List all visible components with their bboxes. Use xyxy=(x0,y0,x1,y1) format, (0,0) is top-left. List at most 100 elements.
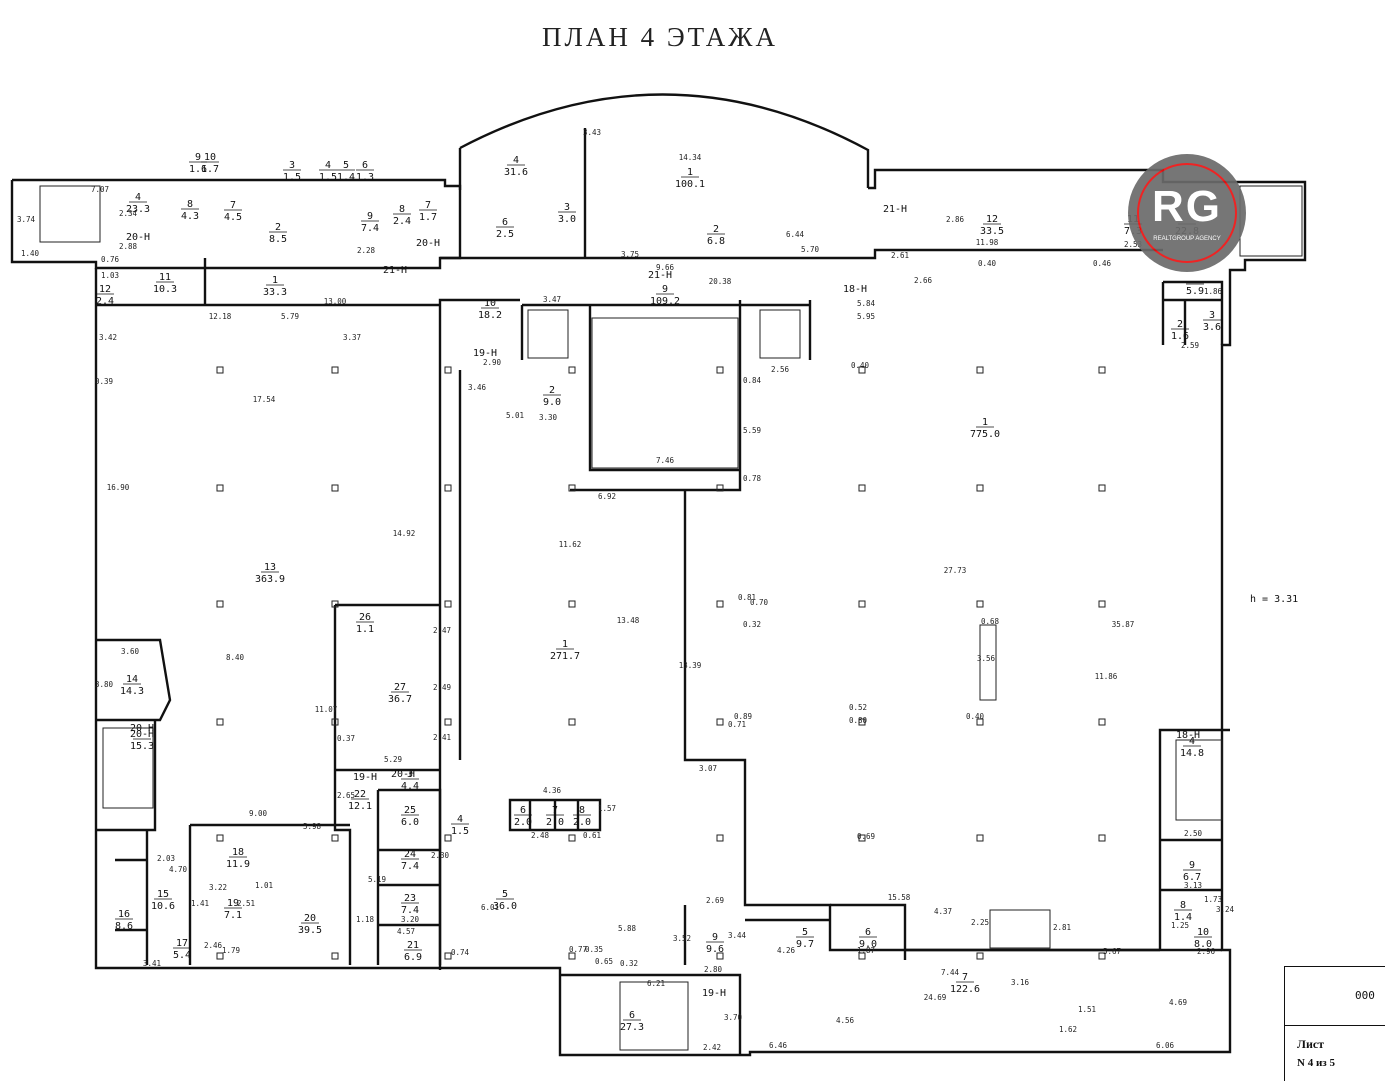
column-marker xyxy=(1098,718,1106,726)
room-number: 5 xyxy=(802,927,808,938)
column-marker xyxy=(716,366,724,374)
south-east-block xyxy=(683,728,1230,965)
room-area: 3.0 xyxy=(558,214,576,225)
dimension-label: 1.87 xyxy=(857,946,875,955)
room-number: 3 xyxy=(407,769,413,780)
elevator-3 xyxy=(989,909,1051,949)
stairs xyxy=(39,185,1303,1051)
dimension-label: 17.54 xyxy=(253,395,276,404)
zone-label: 19-Н xyxy=(353,772,377,783)
dimension-label: 2.80 xyxy=(704,965,723,974)
room-number: 2 xyxy=(275,222,281,233)
atrium-west-wall xyxy=(458,128,587,258)
column-marker xyxy=(216,484,224,492)
room-number: 6 xyxy=(520,805,526,816)
room-area: 6.9 xyxy=(404,952,422,963)
dimension-label: 3.46 xyxy=(468,383,487,392)
dimension-label: 9.66 xyxy=(656,263,675,272)
plan-title: ПЛАН 4 ЭТАЖА xyxy=(542,22,778,52)
room-label: 26.8 xyxy=(707,224,725,247)
dimension-label: 6.46 xyxy=(769,1041,788,1050)
dimension-label: 4.56 xyxy=(836,1016,855,1025)
room-area: 33.5 xyxy=(980,226,1004,237)
walls xyxy=(10,93,1307,1057)
room-area: 1.4 xyxy=(337,172,355,183)
elevator-1 xyxy=(527,309,569,359)
room-label: 414.8 xyxy=(1180,736,1204,759)
column-marker xyxy=(858,952,866,960)
room-label: 81.4 xyxy=(1174,900,1192,923)
column-marker xyxy=(858,484,866,492)
dimension-label: 0.46 xyxy=(1093,259,1112,268)
dimension-label: 5.88 xyxy=(618,924,637,933)
dimension-label: 0.77 xyxy=(569,945,587,954)
room-label: 197.1 xyxy=(224,898,242,921)
room-area: 7.4 xyxy=(361,223,379,234)
room-area: 9.0 xyxy=(859,939,877,950)
dimension-label: 0.61 xyxy=(583,831,601,840)
dimension-label: 16.90 xyxy=(107,483,130,492)
room-label: 247.4 xyxy=(401,849,419,872)
dimension-label: 4.69 xyxy=(1169,998,1187,1007)
south-west-rooms xyxy=(115,788,442,965)
logo-text: RG xyxy=(1152,182,1222,231)
room-area: 15.3 xyxy=(130,741,154,752)
room-label: 31.5 xyxy=(283,160,301,183)
zone-label: 18-Н xyxy=(1176,730,1200,741)
column-marker xyxy=(858,600,866,608)
room-area: 7.4 xyxy=(401,861,419,872)
room-label: 29.0 xyxy=(543,385,561,408)
dimension-label: 0.35 xyxy=(585,945,603,954)
room-area: 12.1 xyxy=(348,801,372,812)
dimension-label: 12.18 xyxy=(209,312,232,321)
dimension-label: 7.46 xyxy=(656,456,675,465)
dimension-label: 3.37 xyxy=(343,333,361,342)
dimension-label: 2.53 xyxy=(1124,240,1142,249)
room-area: 1.5 xyxy=(451,826,469,837)
dimension-label: 0.52 xyxy=(849,703,867,712)
dimension-label: 0.40 xyxy=(966,712,985,721)
room-number: 15 xyxy=(157,889,169,900)
column-marker xyxy=(568,484,576,492)
room-area: 5.4 xyxy=(173,950,191,961)
room-area: 4.3 xyxy=(181,211,199,222)
dimension-label: 3.60 xyxy=(121,647,140,656)
dimension-labels: 7.073.742.342.881.401.030.7612.1813.005.… xyxy=(17,128,1235,1052)
column-marker xyxy=(716,834,724,842)
dimension-label: 1.01 xyxy=(255,881,273,890)
room-number: 9 xyxy=(662,284,668,295)
room-label: 108.0 xyxy=(1194,927,1212,950)
column-marker xyxy=(444,718,452,726)
room-area: 6.8 xyxy=(707,236,725,247)
room-area: 9.0 xyxy=(543,397,561,408)
dimension-label: 7.44 xyxy=(941,968,960,977)
dimension-label: 0.37 xyxy=(337,734,355,743)
room-area: 2.5 xyxy=(496,229,514,240)
dimension-label: 3.43 xyxy=(583,128,601,137)
column-marker xyxy=(331,600,339,608)
column-marker xyxy=(331,366,339,374)
dimension-label: 0.68 xyxy=(981,617,1000,626)
dimension-label: 2.28 xyxy=(357,246,376,255)
column-marker xyxy=(216,366,224,374)
column-marker xyxy=(568,952,576,960)
room-label: 33.6 xyxy=(1203,310,1221,333)
room-area: 1.5 xyxy=(283,172,301,183)
dimension-label: 2.66 xyxy=(914,276,933,285)
room-number: 10 xyxy=(484,298,496,309)
room-number: 6 xyxy=(362,160,368,171)
column-marker xyxy=(331,952,339,960)
column-marker xyxy=(976,718,984,726)
room-label: 62.5 xyxy=(496,217,514,240)
column-marker xyxy=(858,366,866,374)
room-label: 34.4 xyxy=(401,769,419,792)
dimension-label: 2.42 xyxy=(703,1043,721,1052)
room-number: 6 xyxy=(502,217,508,228)
room-number: 19 xyxy=(227,898,239,909)
room-number: 7 xyxy=(425,200,431,211)
